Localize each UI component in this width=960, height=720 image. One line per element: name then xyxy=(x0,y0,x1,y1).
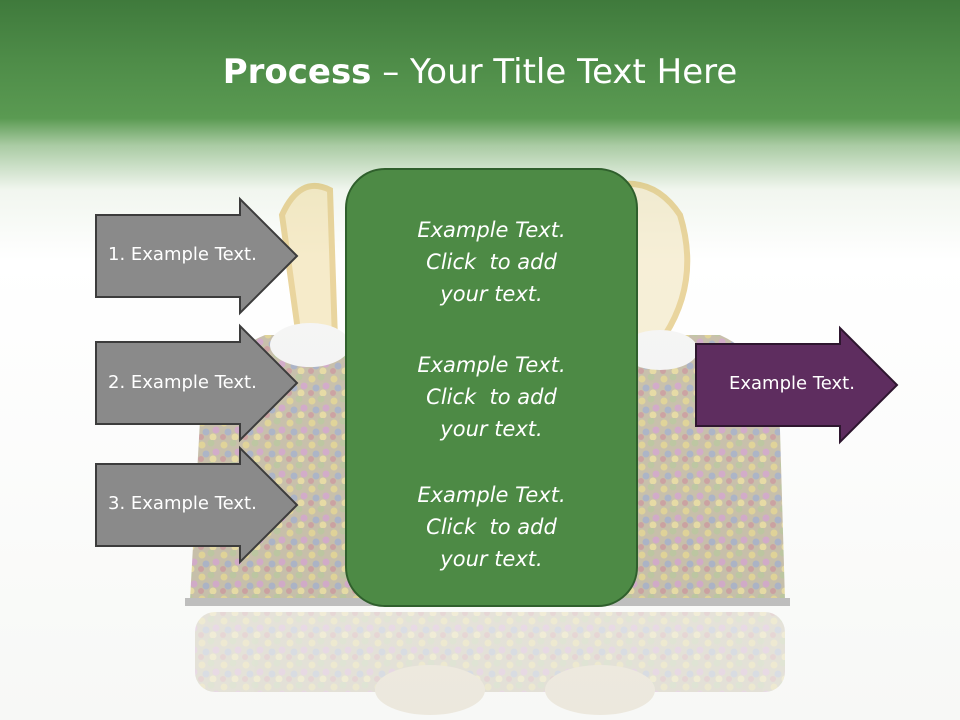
center-text-block-2: Example Text. Click to add your text. xyxy=(417,353,566,441)
right-arrow xyxy=(695,325,899,445)
title-rest: – Your Title Text Here xyxy=(371,52,738,92)
slide-title: Process – Your Title Text Here xyxy=(0,52,960,92)
center-text-block-1: Example Text. Click to add your text. xyxy=(417,218,566,306)
left-arrow-1-label: 1. Example Text. xyxy=(108,244,257,265)
title-bold-word: Process xyxy=(222,52,372,92)
left-arrow-3-label: 3. Example Text. xyxy=(108,493,257,514)
right-arrow-label: Example Text. xyxy=(729,373,855,394)
center-content-box: Example Text. Click to add your text. Ex… xyxy=(345,168,638,607)
left-arrow-2-label: 2. Example Text. xyxy=(108,372,257,393)
left-arrow-3 xyxy=(95,445,299,565)
left-arrow-2 xyxy=(95,323,299,443)
left-arrow-1 xyxy=(95,196,299,316)
center-text-block-3: Example Text. Click to add your text. xyxy=(417,483,566,571)
